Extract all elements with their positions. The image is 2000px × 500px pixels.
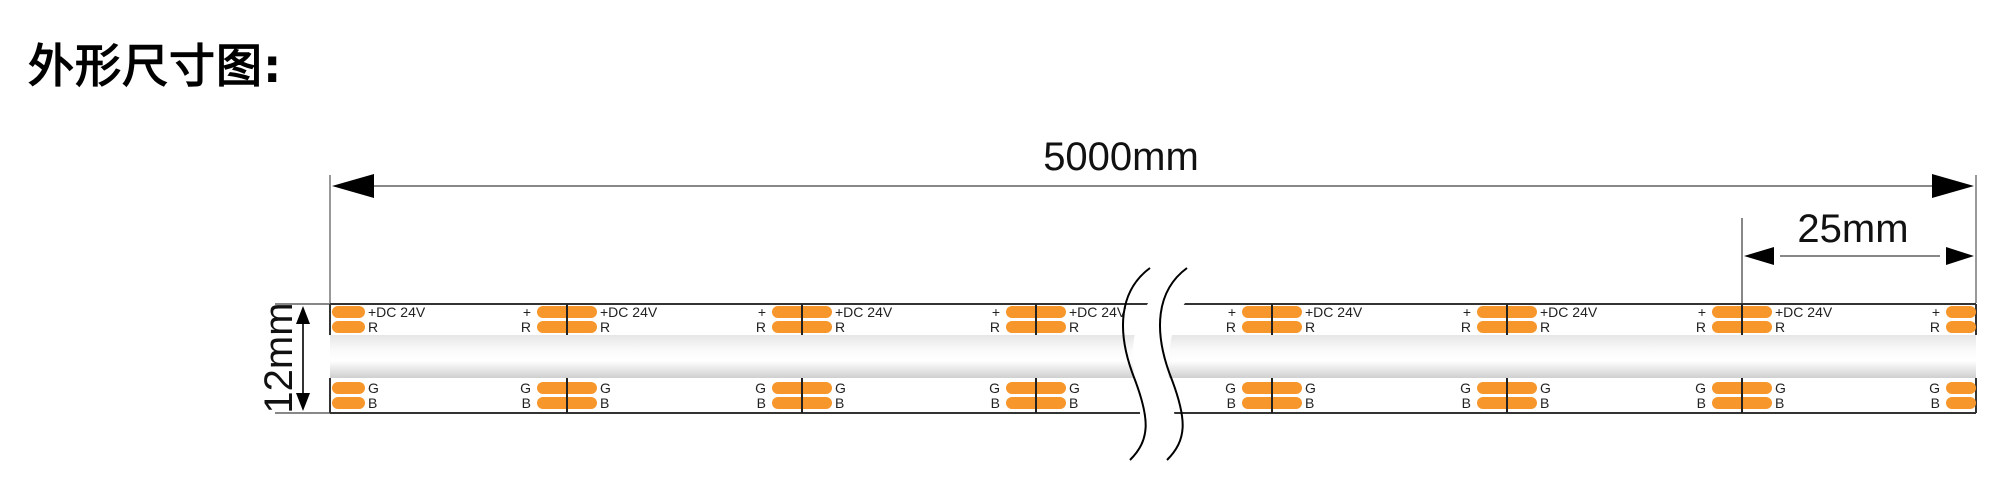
pad-label: + (992, 304, 1000, 320)
page-title: 外形尺寸图: (28, 39, 283, 93)
break-mark-icon (1122, 267, 1188, 461)
pad-label: G (520, 380, 531, 396)
pad-label: B (1931, 395, 1940, 411)
pad-label: R (1696, 319, 1706, 335)
pad-label: G (835, 380, 846, 396)
total-length-label: 5000mm (1043, 135, 1199, 179)
pad-label: R (990, 319, 1000, 335)
pad-label: +DC 24V (1305, 304, 1363, 320)
pad-label: G (755, 380, 766, 396)
pad-label: R (1069, 319, 1079, 335)
pad-label: R (1540, 319, 1550, 335)
pad-label: R (756, 319, 766, 335)
solder-pad (1946, 382, 1976, 394)
solder-pad (1946, 321, 1976, 333)
arrow-down-icon (296, 393, 310, 411)
solder-pad (332, 397, 365, 409)
pad-label: B (991, 395, 1000, 411)
pad-label: +DC 24V (1540, 304, 1598, 320)
pad-label: B (1227, 395, 1236, 411)
pad-label: R (835, 319, 845, 335)
pad-label: + (1463, 304, 1471, 320)
pad-label: R (1775, 319, 1785, 335)
pad-label: B (1540, 395, 1549, 411)
pad-label: R (600, 319, 610, 335)
pad-label: G (1225, 380, 1236, 396)
width-dimension: 12mm (257, 302, 330, 414)
solder-pad (332, 306, 365, 318)
total-length-dimension: 5000mm (329, 135, 1977, 303)
pad-label: B (835, 395, 844, 411)
pad-label: G (600, 380, 611, 396)
pad-label: R (1930, 319, 1940, 335)
pad-label: G (1460, 380, 1471, 396)
pad-label: G (1695, 380, 1706, 396)
pad-label: B (368, 395, 377, 411)
pad-label: + (758, 304, 766, 320)
pad-label: B (1775, 395, 1784, 411)
pad-label: R (368, 319, 378, 335)
segment-length-label: 25mm (1797, 207, 1908, 251)
solder-pad (332, 321, 365, 333)
pad-label: +DC 24V (368, 304, 426, 320)
pad-label: R (1305, 319, 1315, 335)
solder-pad (332, 382, 365, 394)
pad-label: + (1932, 304, 1940, 320)
pad-label: +DC 24V (600, 304, 658, 320)
pad-label: + (1698, 304, 1706, 320)
pad-label: B (757, 395, 766, 411)
pad-label: G (1305, 380, 1316, 396)
arrow-left-icon (1744, 247, 1774, 265)
arrow-right-icon (1932, 174, 1974, 198)
pad-label: R (1461, 319, 1471, 335)
pad-label: G (1540, 380, 1551, 396)
pad-label: B (522, 395, 531, 411)
pad-label: + (1228, 304, 1236, 320)
pad-label: B (1305, 395, 1314, 411)
pad-label: G (1069, 380, 1080, 396)
pad-label: G (989, 380, 1000, 396)
arrow-right-icon (1946, 247, 1974, 265)
pad-label: +DC 24V (835, 304, 893, 320)
pad-label: B (1697, 395, 1706, 411)
pad-label: B (1069, 395, 1078, 411)
pad-label: B (600, 395, 609, 411)
pad-label: R (521, 319, 531, 335)
arrow-up-icon (296, 306, 310, 324)
pad-label: +DC 24V (1069, 304, 1127, 320)
arrow-left-icon (332, 174, 374, 198)
pad-label: G (368, 380, 379, 396)
pad-label: +DC 24V (1775, 304, 1833, 320)
solder-pad (1946, 306, 1976, 318)
pad-label: + (523, 304, 531, 320)
pad-label: G (1775, 380, 1786, 396)
pad-label: B (1462, 395, 1471, 411)
pad-label: G (1929, 380, 1940, 396)
width-label: 12mm (257, 302, 301, 413)
solder-pad (1946, 397, 1976, 409)
pad-label: R (1226, 319, 1236, 335)
segment-length-dimension: 25mm (1741, 207, 1974, 303)
